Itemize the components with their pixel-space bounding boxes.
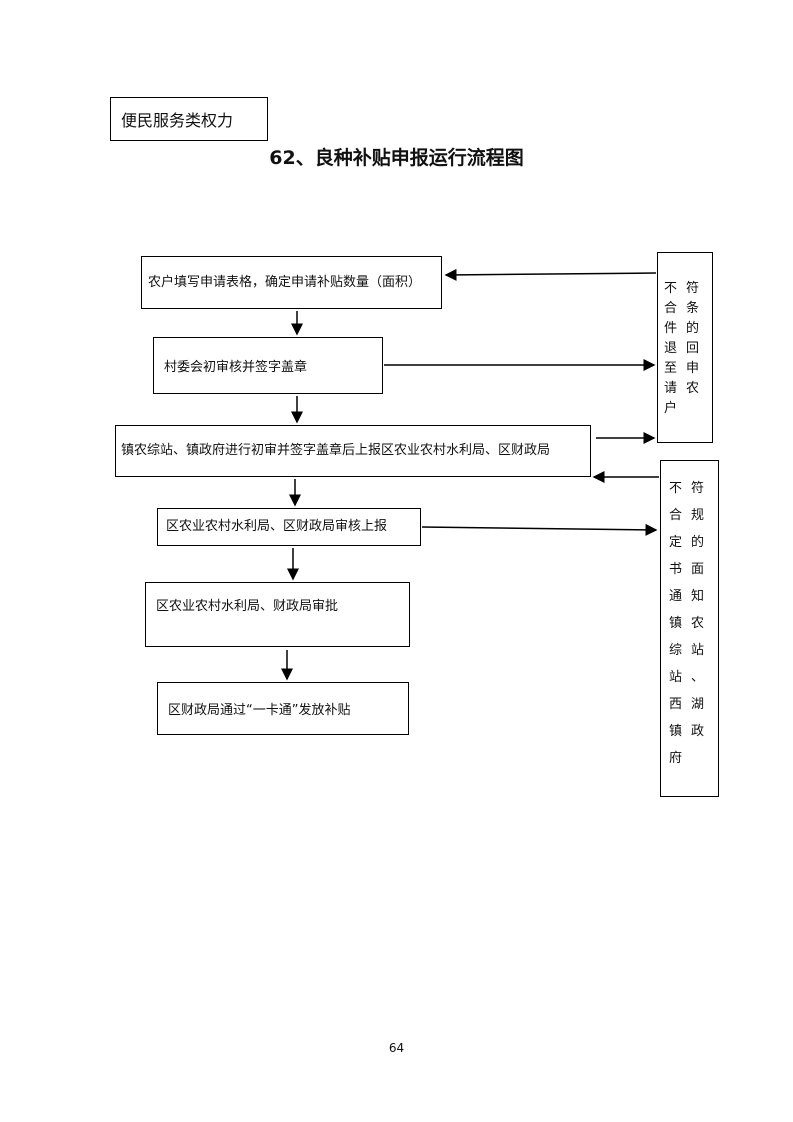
arrow-reject1-to-step1 bbox=[444, 268, 657, 281]
step-2-box: 村委会初审核并签字盖章 bbox=[153, 337, 383, 394]
page-title: 62、良种补贴申报运行流程图 bbox=[269, 147, 524, 169]
reject-box-2: 不符合规定的书面通知镇农综站站、西湖镇政府 bbox=[660, 460, 719, 797]
step-4-box: 区农业农村水利局、区财政局审核上报 bbox=[157, 508, 421, 546]
reject-box-1-text: 不符合条件的退回至申请农户 bbox=[664, 281, 709, 416]
page-number: 64 bbox=[388, 1041, 405, 1055]
reject-box-1: 不符合条件的退回至申请农户 bbox=[657, 252, 713, 443]
step-5-box: 区农业农村水利局、财政局审批 bbox=[145, 582, 410, 647]
step-3-box: 镇农综站、镇政府进行初审并签字盖章后上报区农业农村水利局、区财政局 bbox=[115, 425, 591, 477]
reject-box-2-text: 不符合规定的书面通知镇农综站站、西湖镇政府 bbox=[669, 481, 714, 766]
category-label: 便民服务类权力 bbox=[110, 97, 268, 141]
arrow-step4-to-reject2 bbox=[421, 523, 658, 536]
step-6-box: 区财政局通过“一卡通”发放补贴 bbox=[157, 682, 409, 735]
step-1-box: 农户填写申请表格，确定申请补贴数量（面积） bbox=[141, 256, 442, 309]
